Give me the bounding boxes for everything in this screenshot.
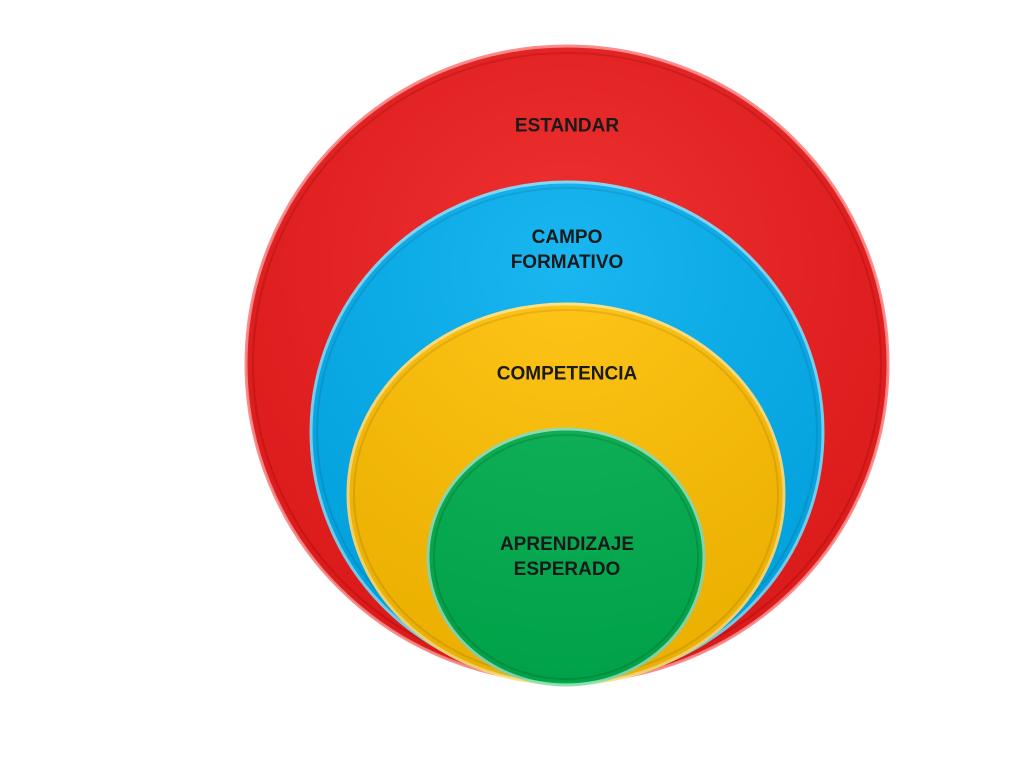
aprendizaje-esperado-label-line-1: APRENDIZAJE [499,534,635,555]
campo-formativo-label: CAMPO FORMATIVO [511,225,624,275]
competencia-label-line-1: COMPETENCIA [496,363,638,385]
estandar-label-line-1: ESTANDAR [514,115,620,137]
estandar-label: ESTANDAR [515,114,619,139]
aprendizaje-esperado-label-line-2: ESPERADO [513,559,621,580]
campo-formativo-label-line-1: CAMPO [531,227,603,248]
gloss-overlay [246,46,888,682]
campo-formativo-label-line-2: FORMATIVO [510,252,624,273]
aprendizaje-esperado-label: APRENDIZAJE ESPERADO [500,532,634,582]
competencia-label: COMPETENCIA [497,362,637,387]
